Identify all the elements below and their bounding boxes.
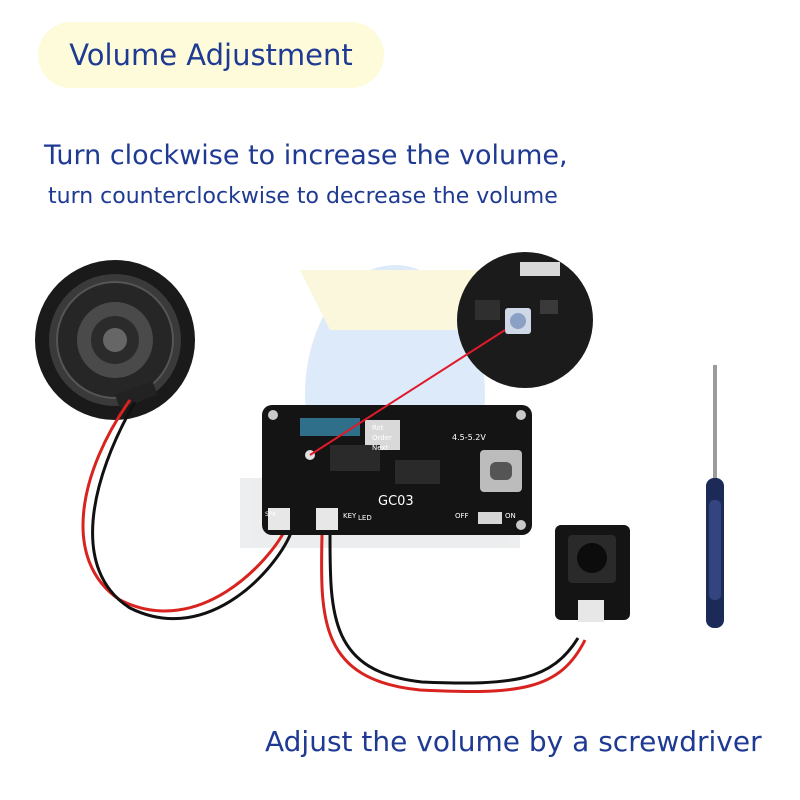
spk-port-label: SPK <box>265 511 277 518</box>
speaker <box>35 260 195 420</box>
screwdriver <box>706 365 724 628</box>
spk-connector <box>268 508 290 530</box>
title-badge: Volume Adjustment <box>38 22 384 88</box>
mode-next-label: Next <box>372 444 389 452</box>
power-switch <box>478 512 502 524</box>
zoom-inset <box>457 252 593 388</box>
zoom-pointer-line <box>309 329 506 456</box>
page-title: Volume Adjustment <box>69 38 353 72</box>
mode-order-label: Order <box>372 434 392 442</box>
instruction-line-1: Turn clockwise to increase the volume, <box>44 140 568 171</box>
led-port-label: LED <box>358 514 372 522</box>
speaker-wire-black <box>91 401 294 621</box>
board-voltage-label: 4.5-5.2V <box>452 433 486 442</box>
mode-rot-label: Rot <box>372 424 384 432</box>
gc03-board: GC03 4.5-5.2V Rot Order Next KEY LED SPK… <box>262 405 532 535</box>
switch-off-label: OFF <box>455 512 469 520</box>
button-wire-black <box>328 534 580 685</box>
bottom-caption: Adjust the volume by a screwdriver <box>265 725 762 758</box>
board-model-label: GC03 <box>378 494 414 509</box>
key-connector <box>316 508 338 530</box>
switch-on-label: ON <box>505 512 516 520</box>
key-port-label: KEY <box>343 512 357 520</box>
button-wire-red <box>320 534 587 694</box>
instruction-line-2: turn counterclockwise to decrease the vo… <box>48 184 558 209</box>
button-module <box>555 525 630 622</box>
